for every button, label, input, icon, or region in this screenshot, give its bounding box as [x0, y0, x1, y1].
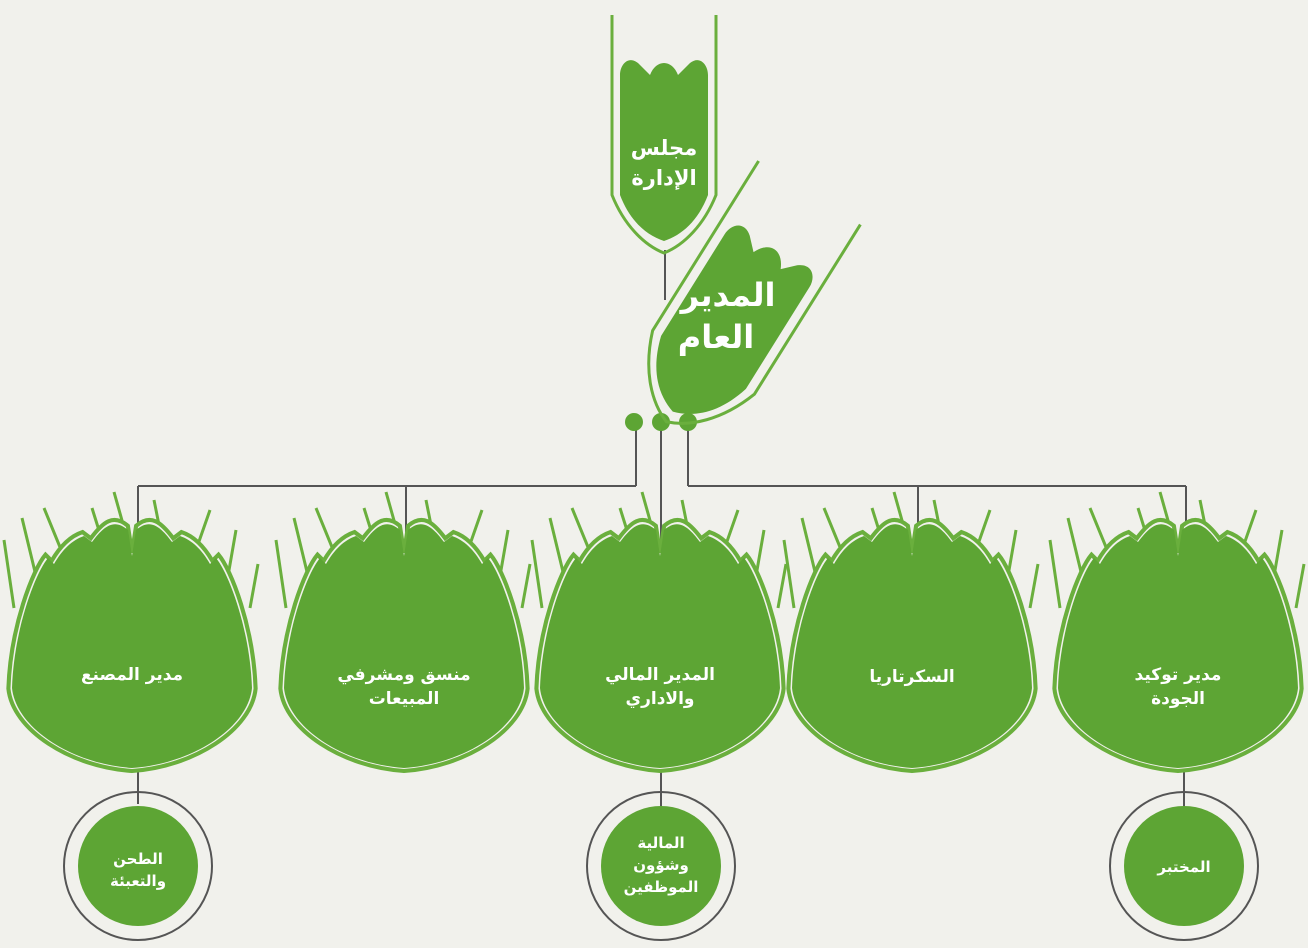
gm-label: المدير العام [678, 276, 776, 356]
board-node: مجلس الإدارة [610, 15, 718, 255]
dept-quality-label-1: مدير توكيد [1135, 665, 1222, 685]
dept-sales: منسق ومشرفي المبيعات [274, 490, 532, 771]
sub-hr-label-2: وشؤون [633, 856, 689, 874]
dept-sales-label-2: المبيعات [369, 689, 440, 709]
sub-milling-label-1: الطحن [113, 850, 163, 868]
sub-milling-disc [78, 806, 198, 926]
board-outline [610, 15, 718, 255]
dept-finance-label-2: والاداري [626, 689, 695, 709]
dept-quality-label-2: الجودة [1151, 689, 1205, 709]
sub-milling: الطحن والتعبئة [63, 791, 213, 941]
sub-milling-label-2: والتعبئة [110, 872, 166, 890]
sub-lab: المختبر [1109, 791, 1259, 941]
gm-grain [656, 225, 813, 414]
sub-hr-label-1: المالية [637, 834, 684, 852]
dept-finance: المدير المالي والاداري [530, 490, 788, 771]
sub-milling-ring [63, 791, 213, 941]
board-title-line1: مجلس [631, 136, 697, 160]
branch-dot [652, 413, 670, 431]
sub-lab-disc [1124, 806, 1244, 926]
gm-outline [647, 160, 862, 425]
branch-dot [625, 413, 643, 431]
gm-title-line2: العام [678, 318, 755, 356]
sub-lab-ring [1109, 791, 1259, 941]
sub-hr: المالية وشؤون الموظفين [586, 791, 736, 941]
dept-quality: مدير توكيد الجودة [1048, 490, 1306, 771]
sub-hr-disc [601, 806, 721, 926]
sub-lab-label-1: المختبر [1156, 858, 1210, 876]
dept-sales-label-1: منسق ومشرفي [337, 665, 470, 685]
board-title-line2: الإدارة [631, 166, 696, 190]
dept-finance-label-1: المدير المالي [605, 665, 715, 685]
gm-node [647, 160, 862, 425]
sub-hr-label-3: الموظفين [624, 878, 699, 896]
dept-secretary: السكرتاريا [782, 490, 1040, 771]
board-grain [620, 60, 708, 241]
dept-secretary-label-1: السكرتاريا [869, 667, 954, 687]
dept-factory: مدير المصنع [2, 490, 260, 771]
sub-hr-ring [586, 791, 736, 941]
dept-factory-label-1: مدير المصنع [81, 665, 183, 685]
gm-title-line1: المدير [679, 276, 776, 314]
